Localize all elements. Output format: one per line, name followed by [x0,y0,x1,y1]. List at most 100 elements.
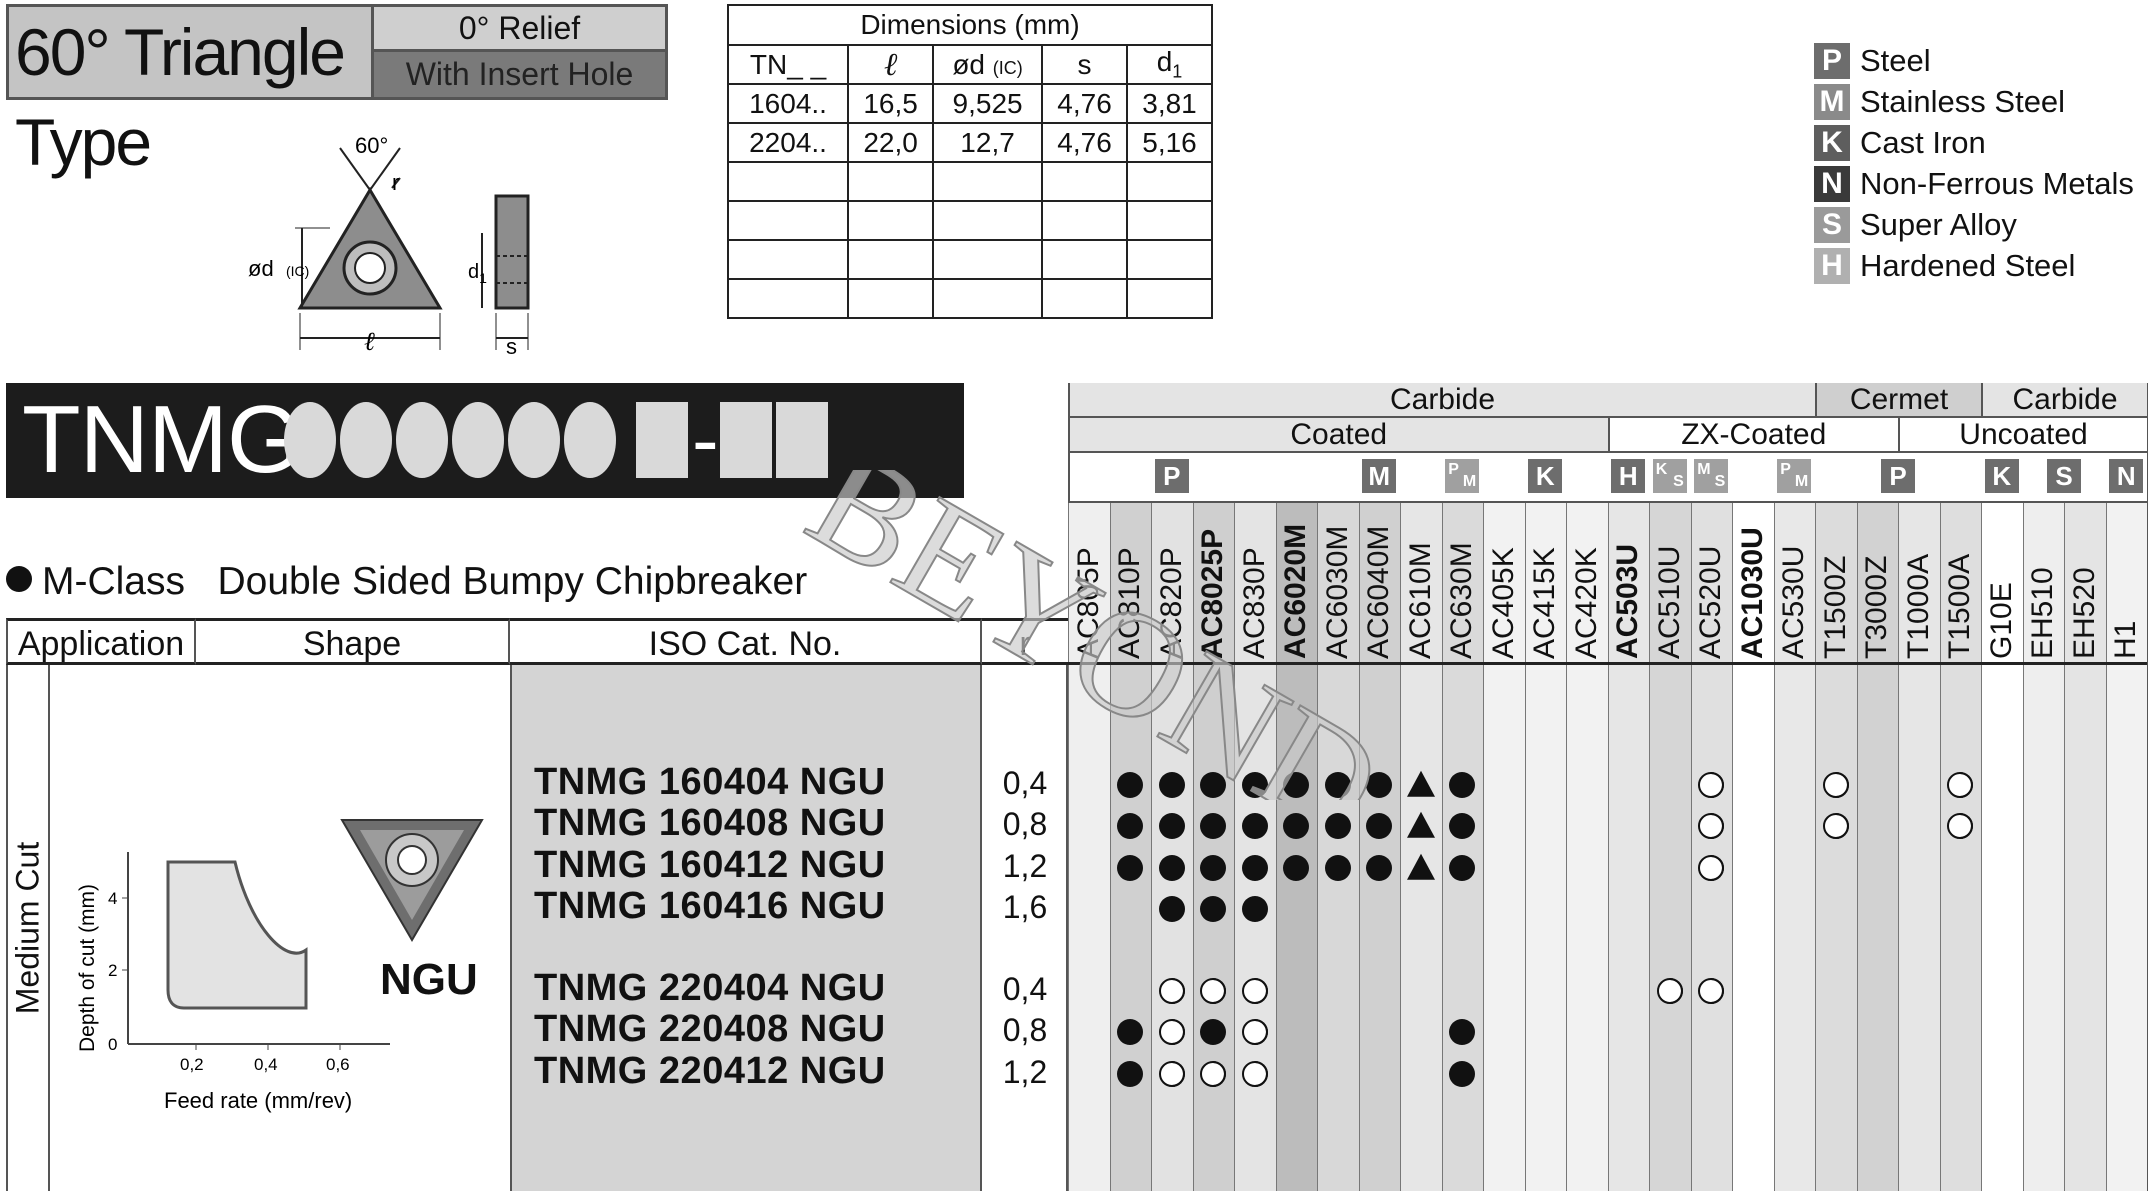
recommended-mark [1283,855,1310,881]
usable-mark [1656,978,1683,1004]
header-divider [1068,662,2147,665]
recommended-mark [1158,896,1185,922]
usable-mark [1698,772,1725,798]
code-placeholder-oval [396,402,448,478]
y-tick: 4 [108,889,117,908]
usable-mark [1200,1061,1227,1087]
usable-mark [1822,772,1849,798]
iso-catalog-number: TNMG 220404 NGU [534,967,886,1009]
legend-label: Super Alloy [1860,207,2017,242]
bullet-icon [6,566,32,592]
corner-radius: 1,2 [1002,1054,1048,1090]
grade-label: AC420K [1569,547,1603,659]
usable-mark [1698,855,1725,881]
recommended-mark [1449,813,1476,839]
grade-column [1815,503,1857,1191]
category-cermet: Cermet [1815,383,1981,418]
legend-label: Steel [1860,43,1931,78]
grade-label: AC530U [1777,545,1810,659]
grade-label: AC415K [1528,547,1561,659]
grade-label: AC503U [1611,543,1644,659]
code-placeholder-oval [452,402,504,478]
grade-label: AC405K [1486,547,1520,659]
grade-label: EH510 [2026,567,2059,659]
recommended-mark [1241,896,1268,922]
dim-header-code: TN_ _ [726,44,850,85]
code-placeholder-oval [564,402,616,478]
relief-label: 0° Relief [374,4,668,52]
code-placeholder-square [720,402,772,478]
x-axis-label: Feed rate (mm/rev) [164,1088,352,1113]
grade-label: AC810P [1113,547,1146,659]
usable-mark [1158,978,1185,1004]
chipbreaker-range-chart: 0 2 4 0,2 0,4 0,6 Depth of cut (mm) Feed… [76,852,390,1113]
grade-column [1607,503,1649,1191]
recommended-mark [1241,855,1268,881]
category-carbide: Carbide [1068,383,1815,418]
code-placeholder-square [776,402,828,478]
insert-hole-label: With Insert Hole [374,52,668,100]
category-zx-coated: ZX-Coated [1607,418,1898,453]
recommended-mark [1324,772,1351,798]
secondary-mark [1406,811,1435,838]
grade-label: T1500Z [1818,555,1852,659]
iso-catalog-number: TNMG 220412 NGU [534,1050,886,1092]
legend-label: Cast Iron [1860,125,1986,160]
grade-column [1524,503,1566,1191]
code-placeholder-oval [284,402,336,478]
recommended-mark [1158,855,1185,881]
grade-label: AC805P [1071,547,1105,659]
iso-column [510,665,982,1191]
usable-mark [1158,1061,1185,1087]
recommended-mark [1283,772,1310,798]
page-title: 60° Triangle Type [6,4,374,179]
recommended-mark [1449,1019,1476,1045]
application-label: Medium Cut [9,841,46,1015]
grade-column [1275,503,1317,1191]
recommended-mark [1366,772,1393,798]
grade-column [1773,503,1815,1191]
dim-header-diameter: ød (IC) [932,44,1044,85]
grade-column [2064,503,2106,1191]
recommended-mark [1117,855,1144,881]
grade-label: G10E [1984,582,2018,659]
usable-mark [1158,1019,1185,1045]
header-radius: r [982,618,1068,665]
category-carbide-uncoated: Carbide [1981,383,2147,418]
corner-radius: 1,6 [1002,889,1048,925]
y-axis-label: Depth of cut (mm) [76,884,99,1052]
material-group-badge: K [1528,459,1563,493]
grade-column [1566,503,1608,1191]
recommended-mark [1200,1019,1227,1045]
grade-column [1856,503,1898,1191]
ngu-insert-image [340,819,484,942]
grade-column [1898,503,1940,1191]
grade-label: AC820P [1154,547,1188,659]
header-application: Application [6,618,196,665]
product-code: TNMG [22,386,302,493]
category-uncoated: Uncoated [1898,418,2147,453]
grade-column [1068,503,1110,1191]
header-iso: ISO Cat. No. [510,618,982,665]
dim-header-length: ℓ [847,44,935,85]
grade-label: T1500A [1943,553,1976,659]
iso-catalog-number: TNMG 160408 NGU [534,802,886,844]
usable-mark [1241,1019,1268,1045]
grade-label: AC510U [1652,545,1686,659]
corner-radius: 0,8 [1002,806,1048,842]
recommended-mark [1117,772,1144,798]
recommended-mark [1449,855,1476,881]
material-badge-row [1068,453,2147,503]
grade-column [1939,503,1981,1191]
iso-catalog-number: TNMG 160416 NGU [534,885,886,927]
iso-catalog-number: TNMG 160412 NGU [534,844,886,886]
grade-column [1732,503,1774,1191]
recommended-mark [1117,813,1144,839]
recommended-mark [1366,855,1393,881]
